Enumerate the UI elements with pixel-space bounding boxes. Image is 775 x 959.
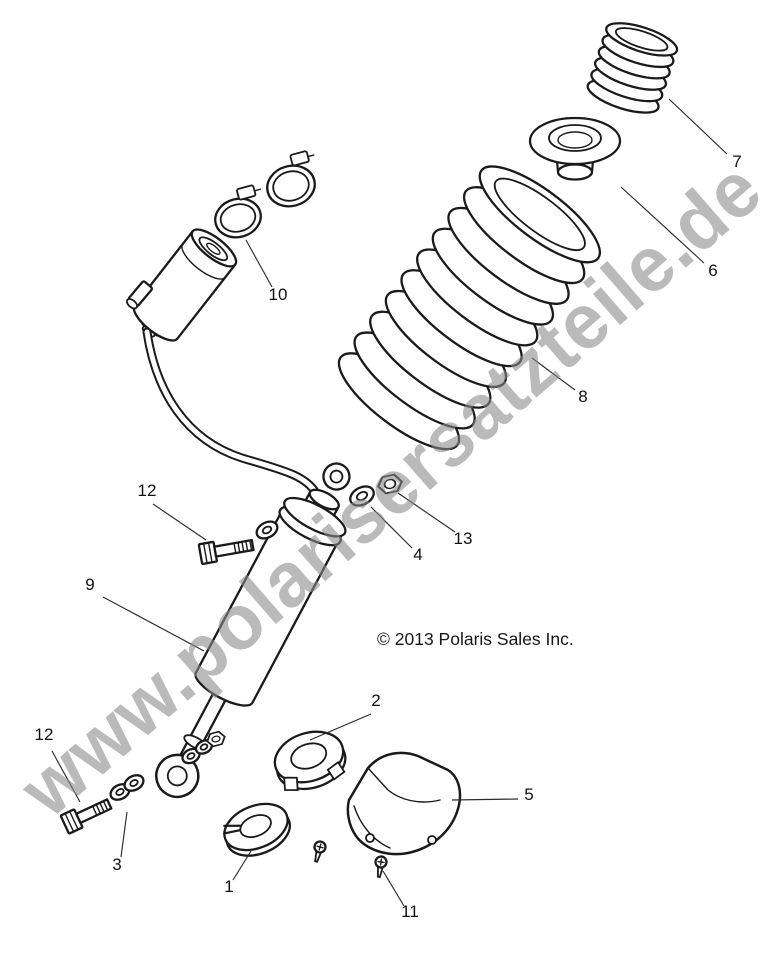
bolt-part-12-lower [59, 798, 113, 835]
screws-part-11 [313, 840, 388, 878]
part-labels: 7 6 10 8 12 13 4 9 2 12 5 3 1 11 [35, 152, 742, 921]
washer-part-3-b [123, 774, 145, 792]
part-label-6: 6 [708, 261, 717, 280]
hose-clamp-a [214, 184, 262, 239]
reservoir-hose [142, 327, 321, 498]
hose-clamps-part-10 [214, 150, 316, 239]
part-label-10: 10 [269, 285, 288, 304]
washer-upper-mount [255, 520, 279, 540]
bolt-part-12-upper [197, 538, 255, 566]
part-label-3: 3 [112, 855, 121, 874]
part-label-7: 7 [732, 152, 741, 171]
part-label-4: 4 [413, 545, 422, 564]
main-coil-spring-part-8 [337, 165, 602, 451]
part-label-12-upper: 12 [138, 481, 157, 500]
part-label-8: 8 [578, 387, 587, 406]
part-label-9: 9 [85, 575, 94, 594]
part-label-5: 5 [524, 785, 533, 804]
washer-part-4 [349, 485, 375, 507]
guard-part-5 [346, 751, 462, 856]
part-label-1: 1 [224, 877, 233, 896]
retainer-clamp-part-2 [273, 730, 347, 792]
part-label-2: 2 [371, 691, 380, 710]
part-label-11: 11 [401, 902, 419, 921]
eyelet-nut [206, 730, 226, 748]
small-spring-part-7 [586, 22, 679, 114]
nut-part-13 [377, 473, 403, 495]
shock-absorber-body-part-9 [155, 462, 351, 799]
screw-a [313, 840, 327, 863]
leader-lines [51, 98, 728, 907]
copyright-text: © 2013 Polaris Sales Inc. [377, 629, 574, 649]
part-label-12-lower: 12 [35, 725, 54, 744]
spring-retainer-bushing-part-6 [528, 116, 622, 181]
hose-clamp-b [266, 150, 316, 208]
spring-retainer-part-1 [222, 802, 291, 857]
eyelet-washer-b [194, 739, 214, 755]
part-label-13: 13 [454, 529, 473, 548]
reservoir-valve [125, 280, 153, 310]
screw-b [374, 855, 388, 878]
